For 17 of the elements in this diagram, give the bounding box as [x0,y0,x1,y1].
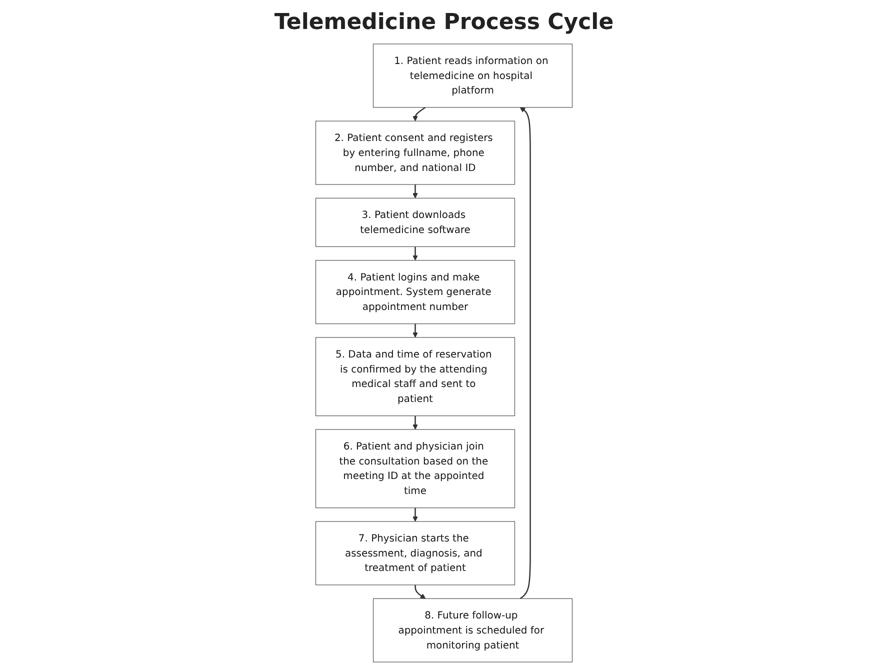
node-box: 7. Physician starts the assessment, diagnosis, and treatment of patient [315,521,516,586]
diagram-title: Telemedicine Process Cycle [274,10,614,35]
node-box: 3. Patient downloads telemedicine software [315,198,516,247]
arrow [412,246,418,261]
node-box: 6. Patient and physician join the consultation based on the meeting ID at the appointed time [315,429,516,508]
arrow [412,106,426,122]
node-box: 5. Data and time of reservation is confirmed by the attending medical staff and sent to patient [315,337,516,416]
node-box: 8. Future follow-up appointment is scheduled for monitoring patient [372,598,573,662]
arrow [412,324,418,338]
arrow [412,184,418,198]
arrow [520,107,531,600]
arrow [414,584,426,599]
arrow [412,508,418,522]
arrow [412,416,418,430]
node-box: 1. Patient reads information on telemedicine on hospital platform [372,44,573,108]
node-box: 2. Patient consent and registers by entering fullname, phone number, and national ID [315,120,516,185]
node-box: 4. Patient logins and make appointment. System generate appointment number [315,260,516,324]
